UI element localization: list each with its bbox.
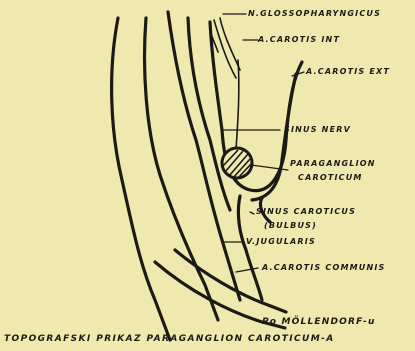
label-sinus-caroticus: SINUS CAROTICUS xyxy=(256,208,356,216)
label-caroticum: CAROTICUM xyxy=(298,174,363,182)
label-bulbus: (BULBUS) xyxy=(264,222,317,230)
leader-carotis-communis xyxy=(236,268,258,272)
credit-text: Po MÖLLENDORF-u xyxy=(262,318,376,327)
leader-sinus-caroticus xyxy=(250,212,254,214)
glossopharyngeal-nerve-strand-2 xyxy=(220,18,240,70)
label-carotis-int: A.CAROTIS INT xyxy=(258,36,340,44)
sinus-nerve-line xyxy=(236,60,239,150)
label-carotis-ext: A.CAROTIS EXT xyxy=(306,68,390,76)
label-carotis-communis: A.CAROTIS COMMUNIS xyxy=(262,264,386,272)
figure-caption: TOPOGRAFSKI PRIKAZ PARAGANGLION CAROTICU… xyxy=(4,335,335,344)
label-sinus-nerv: SINUS NERV xyxy=(284,126,351,134)
paraganglion-caroticum xyxy=(222,148,252,178)
label-paraganglion: PARAGANGLION xyxy=(290,160,376,168)
label-glossopharyngicus: N.GLOSSOPHARYNGICUS xyxy=(248,10,381,18)
carotis-interna-mid-wall xyxy=(188,18,230,210)
label-jugularis: V.JUGULARIS xyxy=(246,238,316,246)
